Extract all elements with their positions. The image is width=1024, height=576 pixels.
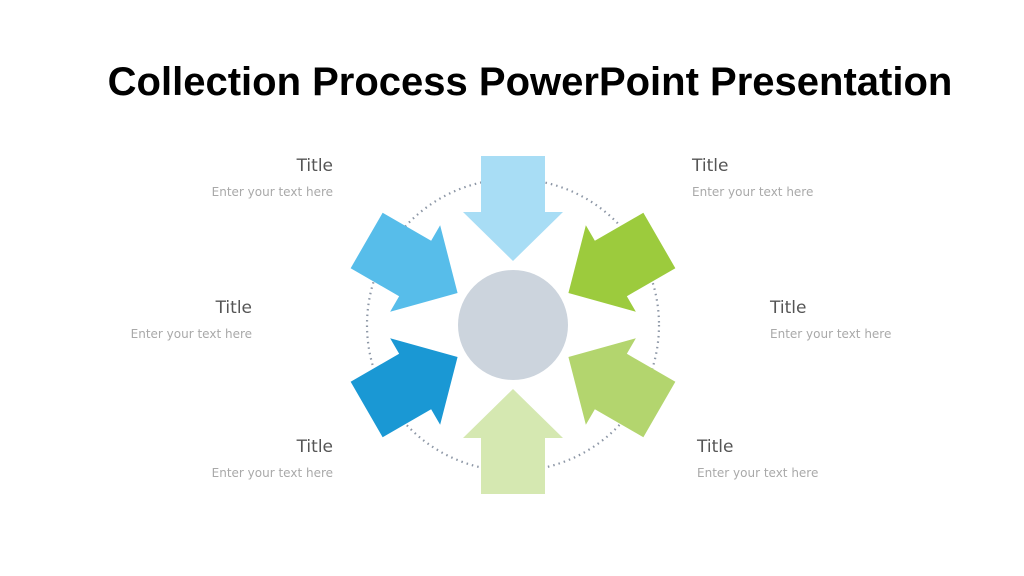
item-title: Title	[770, 298, 807, 318]
item-title: Title	[697, 437, 734, 457]
item-top-right: Title Enter your text here	[692, 156, 892, 200]
arrow-bottom-right	[568, 338, 676, 438]
item-middle-left: Title Enter your text here	[52, 298, 252, 342]
item-text: Enter your text here	[130, 327, 252, 341]
item-text: Enter your text here	[211, 466, 333, 480]
item-text: Enter your text here	[697, 466, 819, 480]
item-text: Enter your text here	[692, 185, 814, 199]
item-top-left: Title Enter your text here	[133, 156, 333, 200]
arrow-top-left	[350, 212, 458, 312]
arrow-top-right	[568, 212, 676, 312]
center-circle	[458, 270, 568, 380]
item-text: Enter your text here	[770, 327, 892, 341]
arrow-bottom-left	[350, 338, 458, 438]
arrow-top	[463, 156, 563, 261]
item-title: Title	[296, 156, 333, 176]
item-bottom-left: Title Enter your text here	[133, 437, 333, 481]
item-title: Title	[692, 156, 729, 176]
item-title: Title	[296, 437, 333, 457]
arrow-bottom	[463, 389, 563, 494]
item-text: Enter your text here	[211, 185, 333, 199]
item-title: Title	[215, 298, 252, 318]
slide-title: Collection Process PowerPoint Presentati…	[107, 60, 953, 104]
item-bottom-right: Title Enter your text here	[697, 437, 897, 481]
item-middle-right: Title Enter your text here	[770, 298, 970, 342]
